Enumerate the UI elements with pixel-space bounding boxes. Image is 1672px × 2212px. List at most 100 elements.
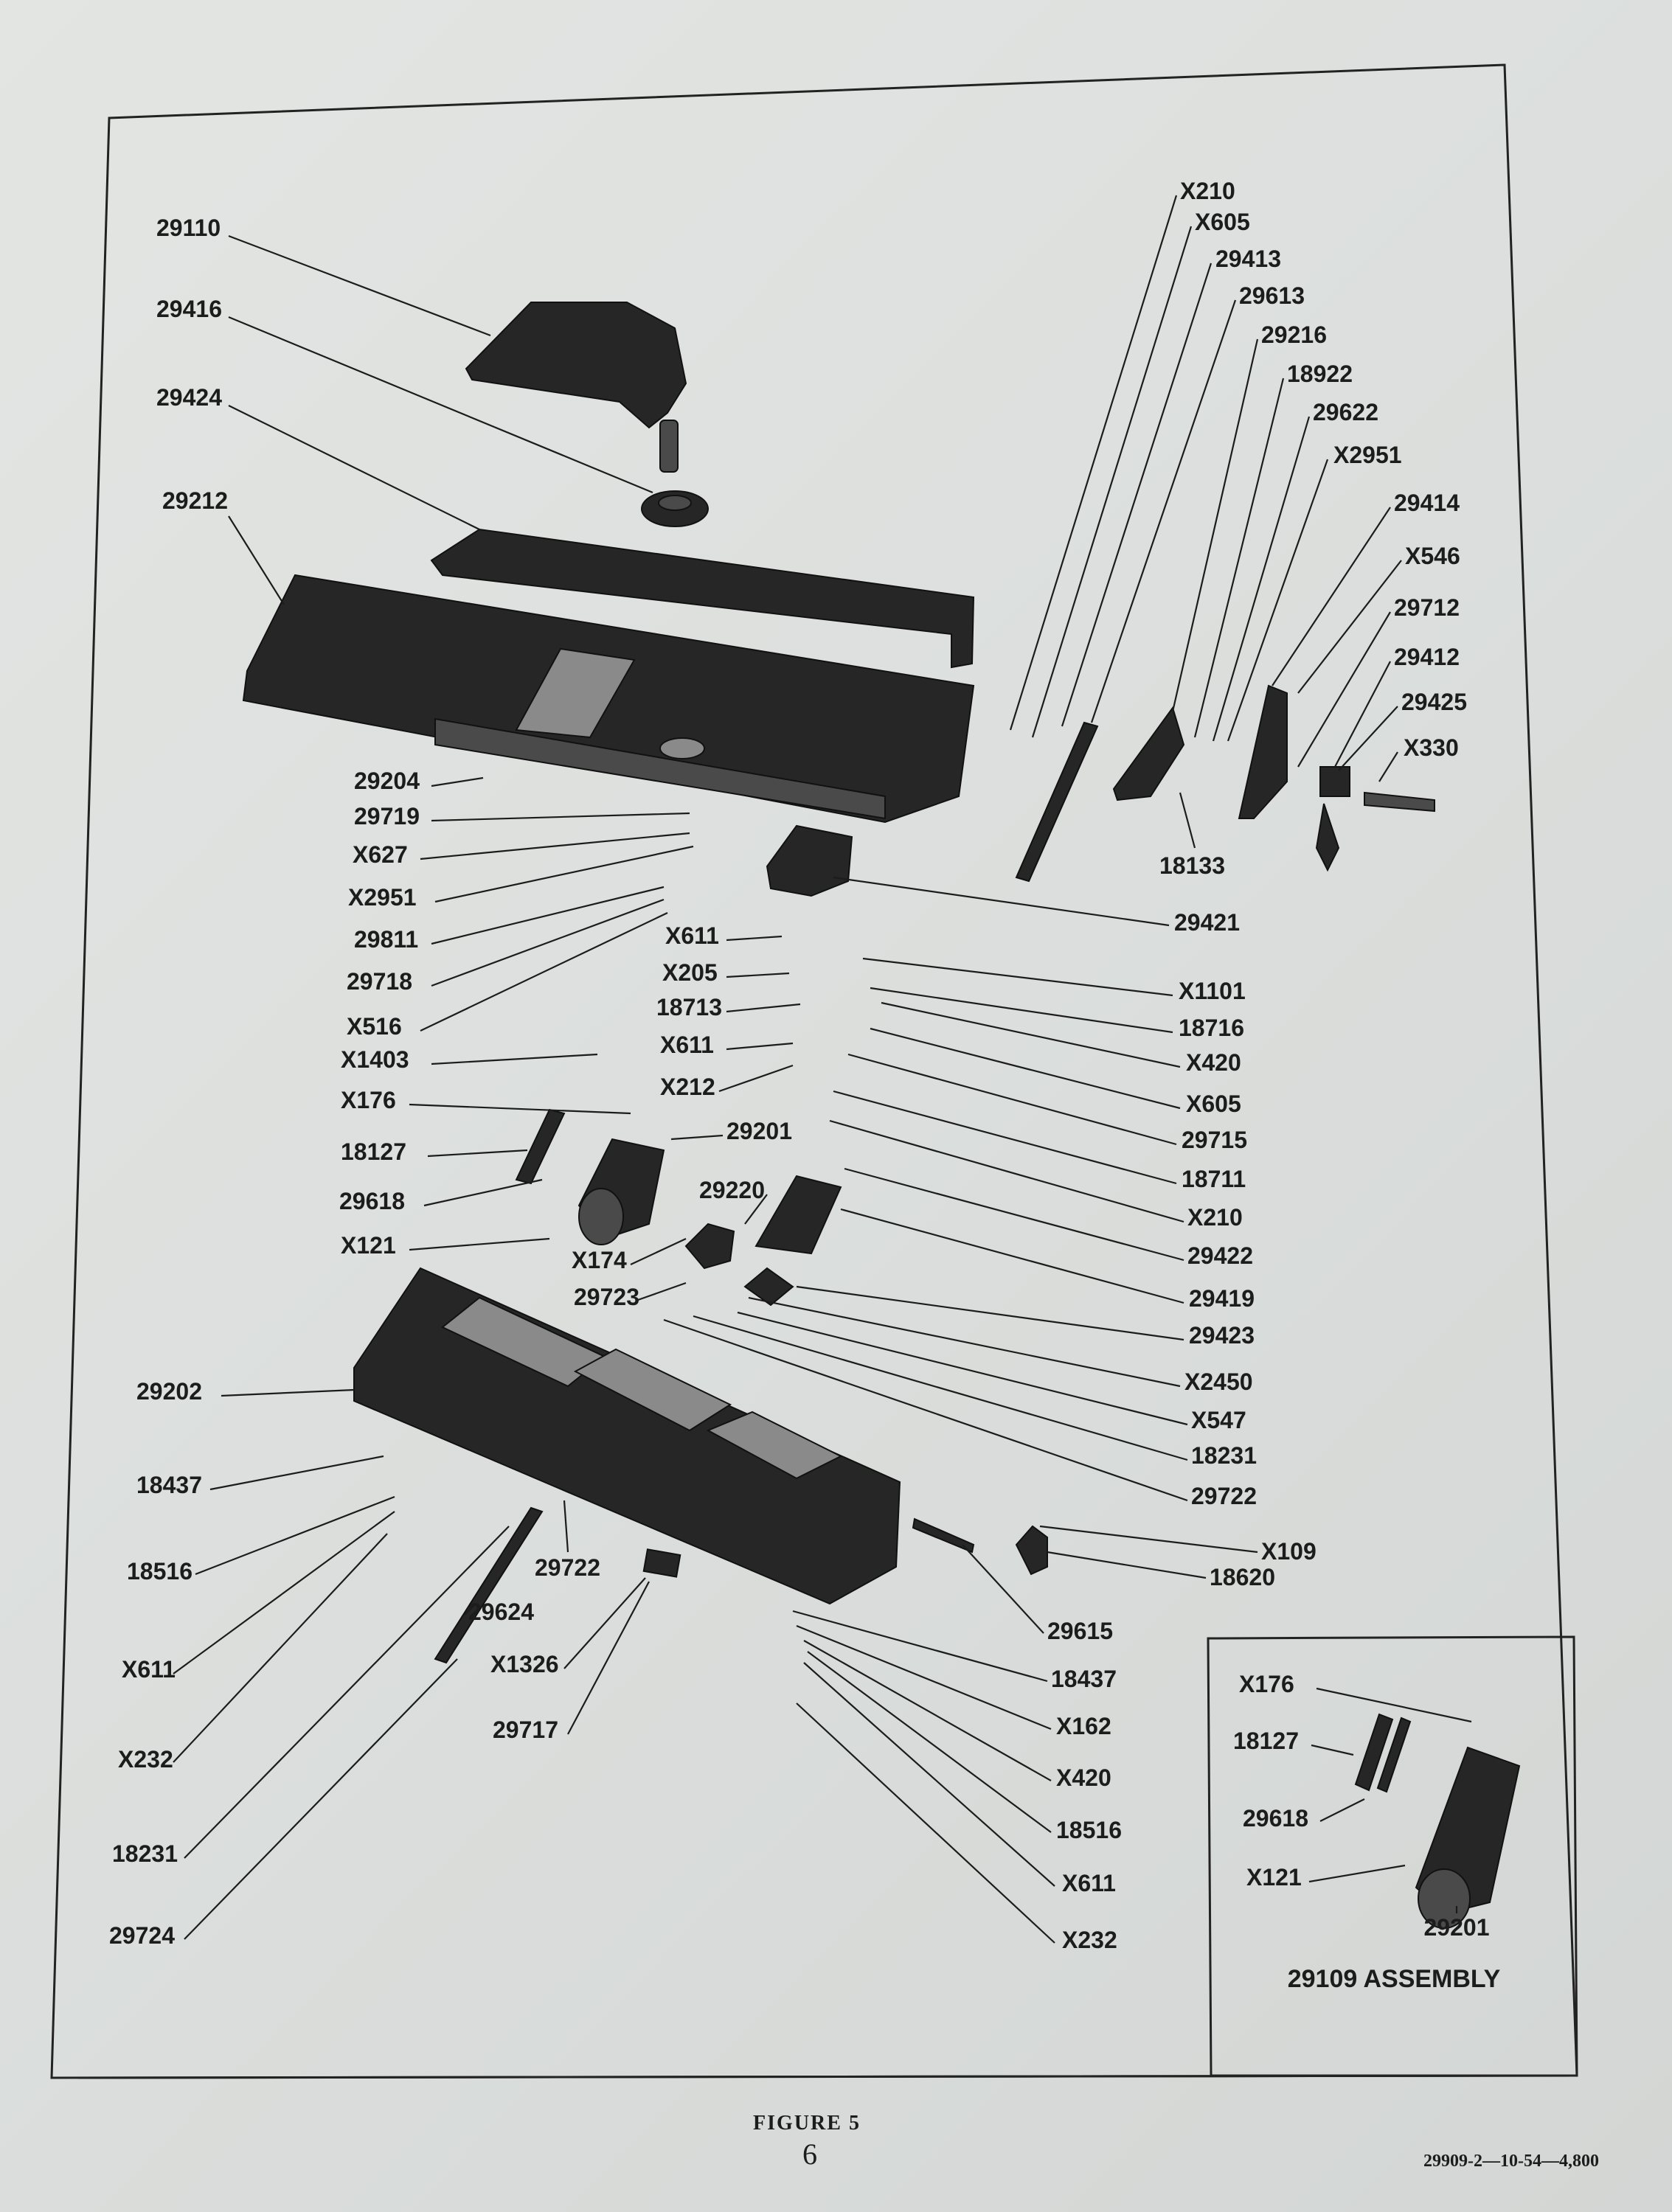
part-number-leader-line — [670, 1134, 724, 1141]
part-number-leader-line — [726, 972, 790, 978]
handle-part — [1315, 766, 1435, 872]
part-number-label: 29110 — [156, 215, 221, 241]
part-number-leader-line — [1171, 338, 1259, 712]
part-number-label: 29422 — [1187, 1242, 1253, 1269]
part-number-leader-line — [1009, 195, 1178, 731]
assembly-part-number-label: X121 — [1246, 1864, 1302, 1891]
part-number-label: X611 — [660, 1032, 714, 1058]
part-number-label: 29204 — [354, 768, 420, 794]
part-number-leader-line — [1227, 459, 1329, 742]
assembly-title: 29109 ASSEMBLY — [1288, 1965, 1501, 1993]
part-number-label: 29202 — [136, 1378, 202, 1405]
part-number-leader-line — [184, 1658, 458, 1940]
block-part — [766, 824, 853, 897]
part-number-label: X605 — [1195, 209, 1250, 235]
part-number-leader-line — [195, 1495, 395, 1576]
part-number-leader-line — [434, 845, 694, 903]
part-number-leader-line — [807, 1651, 1052, 1833]
part-number-label: 29718 — [347, 968, 412, 995]
part-number-label: 18437 — [136, 1472, 202, 1498]
part-number-label: 18127 — [341, 1138, 406, 1165]
part-number-leader-line — [737, 1311, 1188, 1426]
part-number-label: X210 — [1187, 1204, 1243, 1231]
page-number: 6 — [802, 2138, 817, 2171]
part-number-label: X611 — [122, 1656, 176, 1683]
part-number-leader-line — [409, 1103, 631, 1115]
part-number-leader-line — [1334, 661, 1391, 768]
part-number-label: 29201 — [726, 1118, 792, 1144]
part-number-leader-line — [409, 1237, 550, 1251]
part-number-label: 18716 — [1179, 1015, 1244, 1041]
part-number-label: 29425 — [1401, 689, 1467, 715]
base-part — [353, 1267, 901, 1605]
part-number-leader-line — [803, 1640, 1052, 1781]
part-number-leader-line — [870, 987, 1173, 1034]
part-number-label: 18922 — [1287, 361, 1353, 387]
part-number-label: X611 — [665, 922, 719, 949]
part-number-label: 29622 — [1313, 399, 1378, 425]
part-number-leader-line — [431, 1053, 598, 1065]
part-number-label: 29424 — [156, 384, 222, 411]
part-number-label: 29618 — [339, 1188, 405, 1214]
part-number-label: X205 — [662, 959, 718, 986]
assembly-part-number-leader-line — [1316, 1687, 1472, 1723]
part-number-label: 29724 — [109, 1922, 175, 1949]
part-number-leader-line — [870, 1027, 1181, 1110]
part-number-label: X1403 — [341, 1046, 409, 1073]
part-number-leader-line — [792, 1610, 1048, 1683]
part-number-label: X611 — [1062, 1870, 1116, 1896]
part-number-leader-line — [881, 1001, 1181, 1068]
print-code: 29909-2—10-54—4,800 — [1423, 2152, 1599, 2171]
part-number-leader-line — [796, 1624, 1052, 1731]
part-number-leader-line — [829, 1119, 1184, 1223]
part-number-label: X174 — [572, 1247, 627, 1273]
part-number-label: X605 — [1186, 1091, 1241, 1117]
part-number-leader-line — [431, 886, 665, 945]
figure-caption: FIGURE 5 — [753, 2112, 861, 2135]
part-number-label: 29715 — [1182, 1127, 1247, 1153]
part-number-leader-line — [844, 1167, 1184, 1262]
part-number-label: 18231 — [112, 1840, 178, 1867]
plate-part — [642, 1548, 681, 1578]
part-number-label: X162 — [1056, 1713, 1111, 1739]
assembly-part-number-label: 29618 — [1243, 1805, 1308, 1832]
part-number-leader-line — [847, 1053, 1177, 1146]
part-number-leader-line — [184, 1526, 510, 1859]
part-number-label: 29416 — [156, 296, 222, 322]
part-number-label: 18437 — [1051, 1666, 1117, 1692]
knob-part — [912, 1517, 1048, 1576]
part-number-label: 29722 — [535, 1554, 600, 1581]
part-number-leader-line — [1061, 262, 1213, 727]
part-number-leader-line — [1193, 378, 1285, 738]
part-number-leader-line — [748, 1296, 1181, 1388]
part-number-leader-line — [228, 405, 480, 530]
part-number-leader-line — [1090, 299, 1237, 723]
part-number-label: 29722 — [1191, 1483, 1257, 1509]
part-number-leader-line — [431, 898, 665, 987]
part-number-leader-line — [962, 1544, 1044, 1634]
assembly-part-number-label: 29201 — [1424, 1914, 1490, 1941]
assembly-part-number-label: X176 — [1239, 1671, 1294, 1697]
part-number-leader-line — [221, 1388, 355, 1397]
part-number-label: 18231 — [1191, 1442, 1257, 1469]
part-number-leader-line — [1031, 226, 1193, 738]
part-number-label: 29220 — [699, 1177, 765, 1203]
part-number-label: X516 — [347, 1013, 402, 1040]
part-number-leader-line — [726, 1042, 794, 1051]
nut-part — [641, 490, 709, 527]
part-number-leader-line — [833, 1090, 1177, 1185]
part-number-leader-line — [209, 1455, 384, 1491]
part-number-leader-line — [718, 1064, 794, 1093]
part-number-leader-line — [173, 1511, 395, 1674]
part-number-label: X2450 — [1184, 1368, 1253, 1395]
part-number-leader-line — [833, 876, 1170, 927]
part-number-leader-line — [1039, 1525, 1258, 1554]
part-number-leader-line — [431, 776, 484, 787]
part-number-leader-line — [431, 812, 690, 822]
shaft-part — [1015, 721, 1099, 883]
part-number-leader-line — [173, 1533, 388, 1763]
part-number-leader-line — [1212, 416, 1311, 742]
part-number-leader-line — [228, 316, 653, 494]
part-number-label: 18516 — [127, 1558, 192, 1585]
